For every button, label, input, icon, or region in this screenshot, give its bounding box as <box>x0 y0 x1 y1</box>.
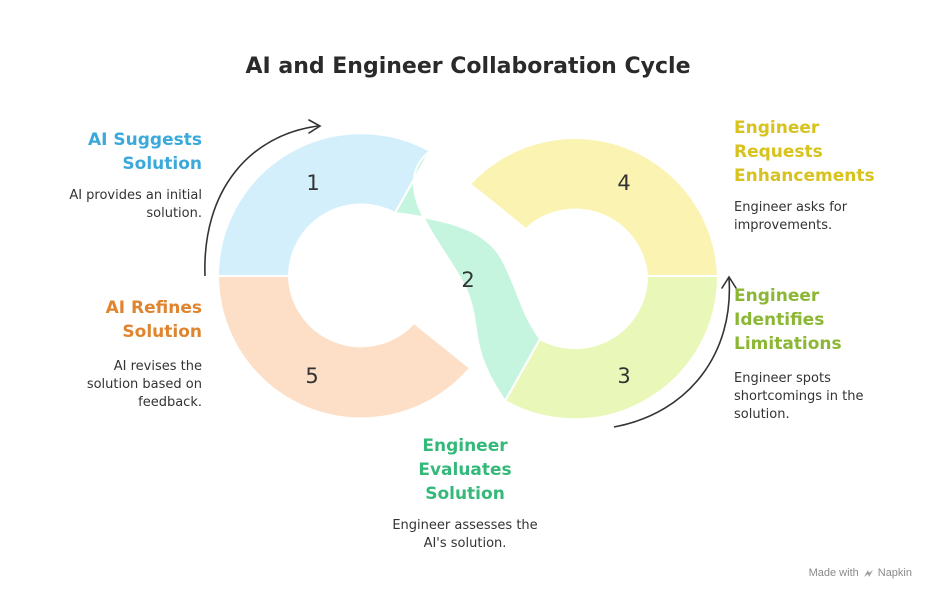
step-2-heading-line: Solution <box>425 484 505 504</box>
step-4-heading-line: Enhancements <box>734 166 875 186</box>
step-5-description-line: AI revises the <box>113 359 202 374</box>
step-3-segment <box>503 275 720 421</box>
cycle-arrow-right-head-icon <box>721 275 737 289</box>
step-4-number: 4 <box>617 171 630 195</box>
footer-prefix: Made with <box>808 567 859 579</box>
step-3-heading-line: Engineer <box>734 286 820 306</box>
step-1-segment <box>216 132 432 277</box>
step-2-number: 2 <box>461 268 474 292</box>
step-1-heading-line: Solution <box>122 154 202 174</box>
step-1-description-line: solution. <box>146 206 202 221</box>
step-2-description-line: Engineer assesses the <box>392 518 538 533</box>
step-5-description: AI revises the solution based on feedbac… <box>87 358 202 412</box>
step-5-description-line: solution based on <box>86 377 202 392</box>
step-5-number: 5 <box>305 364 318 388</box>
step-5-segment <box>216 275 472 420</box>
diagram-title: AI and Engineer Collaboration Cycle <box>245 54 691 79</box>
step-2-heading-line: Evaluates <box>418 460 512 480</box>
made-with-napkin-badge[interactable]: Made with Napkin <box>809 567 912 579</box>
step-1-heading-line: AI Suggests <box>88 130 202 150</box>
cycle-arrow-right <box>613 277 731 428</box>
step-2-description: Engineer assesses the AI's solution. <box>345 517 585 553</box>
step-2-heading: Engineer Evaluates Solution <box>365 434 565 506</box>
step-3-description-line: Engineer spots <box>734 371 831 386</box>
step-1-description: AI provides an initial solution. <box>69 187 202 223</box>
step-1-description-line: AI provides an initial <box>69 188 202 203</box>
step-4-heading-line: Engineer <box>734 118 820 138</box>
step-5-description-line: feedback. <box>138 395 202 410</box>
step-4-segment <box>468 136 720 277</box>
step-3-description-line: solution. <box>734 407 790 422</box>
footer-brand: Napkin <box>877 567 912 579</box>
step-3-number: 3 <box>617 364 630 388</box>
cycle-arrow-left-head-icon <box>308 119 322 134</box>
step-4-heading: Engineer Requests Enhancements <box>734 116 875 188</box>
step-1-heading: AI Suggests Solution <box>88 128 202 176</box>
step-4-description-line: Engineer asks for <box>734 200 848 215</box>
step-3-heading: Engineer Identifies Limitations <box>734 284 842 356</box>
step-3-heading-line: Identifies <box>734 310 825 330</box>
step-5-heading-line: AI Refines <box>105 298 202 318</box>
step-2-description-line: AI's solution. <box>423 536 507 551</box>
napkin-logo-icon <box>863 569 873 577</box>
step-2-segment <box>393 150 542 403</box>
step-4-description-line: improvements. <box>734 218 833 233</box>
step-4-heading-line: Requests <box>734 142 823 162</box>
step-1-number: 1 <box>306 171 319 195</box>
step-2-heading-line: Engineer <box>422 436 508 456</box>
step-3-description-line: shortcomings in the <box>734 389 864 404</box>
step-3-heading-line: Limitations <box>734 334 842 354</box>
cycle-arrow-left <box>204 125 319 277</box>
step-5-heading: AI Refines Solution <box>106 296 202 344</box>
step-4-description: Engineer asks for improvements. <box>734 199 847 235</box>
step-5-heading-line: Solution <box>122 322 202 342</box>
step-3-description: Engineer spots shortcomings in the solut… <box>734 370 864 424</box>
